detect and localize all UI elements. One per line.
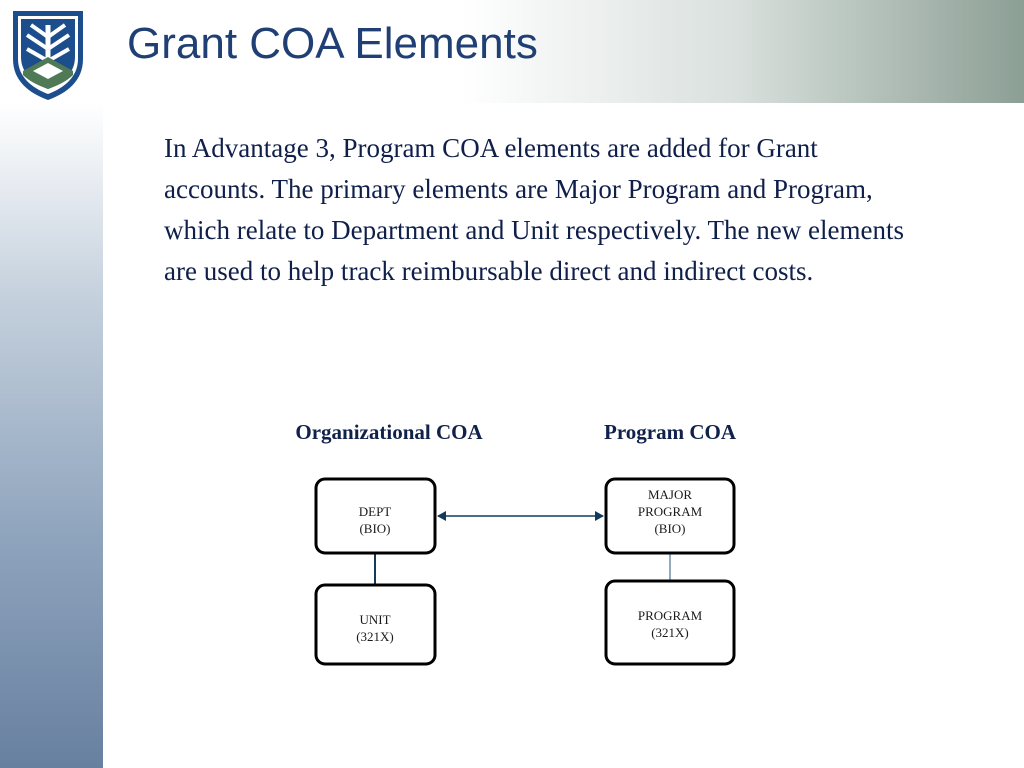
slide-title: Grant COA Elements xyxy=(127,19,538,68)
dept-label-line-1: DEPT xyxy=(359,504,392,519)
program-node: PROGRAM (321X) xyxy=(604,579,736,666)
program-label-line-2: (321X) xyxy=(651,625,689,640)
dept-node: DEPT (BIO) xyxy=(314,477,437,555)
dept-box xyxy=(314,477,437,555)
dept-label-line-2: (BIO) xyxy=(359,521,390,536)
sidebar-band xyxy=(0,103,103,768)
unit-box xyxy=(314,583,437,666)
header-band xyxy=(0,0,1024,103)
major-program-label-line-1: MAJOR xyxy=(648,487,692,502)
tree-shield-logo-icon xyxy=(13,11,83,100)
unit-node: UNIT (321X) xyxy=(314,583,437,666)
major-program-node: MAJOR PROGRAM (BIO) xyxy=(604,477,736,555)
body-paragraph: In Advantage 3, Program COA elements are… xyxy=(164,133,904,286)
program-coa-heading: Program COA xyxy=(604,420,737,444)
major-program-label-line-2: PROGRAM xyxy=(638,504,703,519)
org-coa-heading: Organizational COA xyxy=(295,420,483,444)
program-box xyxy=(604,579,736,666)
major-program-box xyxy=(604,477,736,555)
program-label-line-1: PROGRAM xyxy=(638,608,703,623)
unit-label-line-2: (321X) xyxy=(356,629,394,644)
unit-label-line-1: UNIT xyxy=(359,612,390,627)
major-program-label-line-3: (BIO) xyxy=(654,521,685,536)
